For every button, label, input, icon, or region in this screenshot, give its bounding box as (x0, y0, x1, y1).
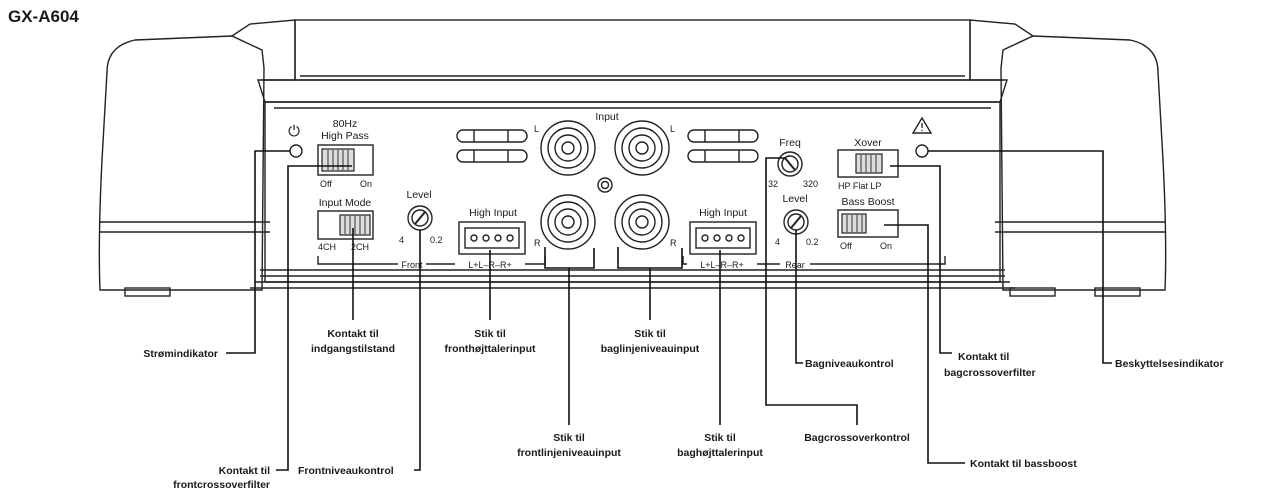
front-high-input-connector[interactable]: High Input (458, 207, 526, 255)
callout-front-level-control: Frontniveaukontrol (298, 465, 394, 477)
callout-power-indicator: Strømindikator (143, 348, 218, 360)
rear-level-max: 0.2 (806, 237, 819, 247)
amplifier-body (98, 19, 1167, 297)
leader-lines (226, 150, 1112, 471)
high-pass-label: High Pass (321, 130, 369, 142)
warning-icon (911, 116, 933, 134)
freq-max: 320 (803, 179, 818, 189)
input-mode-label: Input Mode (319, 197, 372, 209)
callout-rear-speaker-input-2: baghøjttalerinput (677, 447, 763, 459)
model-title: GX-A604 (8, 7, 79, 26)
callout-rear-speaker-input-1: Stik til (704, 432, 736, 444)
protection-led (915, 144, 929, 158)
rca-bottom-left-r: R (534, 238, 541, 248)
callout-front-crossover-switch-2: frontcrossoverfilter (173, 479, 270, 490)
rca-top-left-l: L (534, 124, 539, 134)
rear-section-label: Rear (785, 260, 805, 270)
callout-rear-crossover-switch-2: bagcrossoverfilter (944, 367, 1036, 379)
freq-label: Freq (779, 137, 801, 149)
front-level-min: 4 (399, 235, 404, 245)
input-label: Input (595, 111, 618, 123)
input-mode-switch[interactable]: Input Mode 4CH 2CH (317, 197, 374, 252)
callout-rear-crossover-control: Bagcrossoverkontrol (804, 432, 910, 444)
input-2ch-label: 2CH (351, 242, 369, 252)
rear-bracket (682, 256, 946, 265)
ground-screw (597, 177, 613, 193)
front-high-input-label: High Input (469, 207, 517, 219)
callout-input-mode-switch-1: Kontakt til (327, 328, 378, 340)
callout-rear-crossover-switch-1: Kontakt til (958, 351, 1009, 363)
xover-modes: HP Flat LP (838, 181, 881, 191)
rca-jack-rear-r[interactable] (614, 194, 670, 250)
rca-jack-rear-l[interactable] (614, 120, 670, 176)
bass-boost-label: Bass Boost (841, 196, 894, 208)
rca-bottom-right-r: R (670, 238, 677, 248)
callout-front-line-input-1: Stik til (553, 432, 585, 444)
rear-speaker-terminals: L+L–R–R+ (700, 260, 744, 270)
hp-on-label: On (360, 179, 372, 189)
callout-input-mode-switch-2: indgangstilstand (311, 343, 395, 355)
bb-off-label: Off (840, 241, 852, 251)
callout-rear-level-control: Bagniveaukontrol (805, 358, 894, 370)
front-level-max: 0.2 (430, 235, 443, 245)
callout-front-speaker-input-2: fronthøjttalerinput (445, 343, 536, 355)
callout-front-speaker-input-1: Stik til (474, 328, 506, 340)
xover-switch[interactable]: Xover HP Flat LP (837, 137, 899, 191)
callout-rear-line-input-2: baglinjeniveauinput (601, 343, 700, 355)
rear-level-label: Level (782, 193, 807, 205)
callout-front-crossover-switch-1: Kontakt til (219, 465, 270, 477)
power-led (289, 144, 303, 158)
input-4ch-label: 4CH (318, 242, 336, 252)
high-pass-switch[interactable]: 80Hz High Pass Off On (317, 118, 374, 189)
rear-level-knob[interactable]: Level 4 0.2 (775, 193, 819, 247)
rear-high-input-label: High Input (699, 207, 747, 219)
callout-rear-line-input-1: Stik til (634, 328, 666, 340)
rca-jack-front-r[interactable] (540, 194, 596, 250)
hp-off-label: Off (320, 179, 332, 189)
freq-min: 32 (768, 179, 778, 189)
rca-top-right-l: L (670, 124, 675, 134)
rear-crossover-freq-knob[interactable]: Freq 32 320 (768, 137, 818, 189)
callout-front-line-input-2: frontlinjeniveauinput (517, 447, 621, 459)
vent-slots (456, 129, 759, 163)
power-indicator: ⏻ (288, 123, 303, 158)
hp-freq-label: 80Hz (333, 118, 358, 130)
power-icon: ⏻ (288, 123, 300, 140)
rca-jack-front-l[interactable] (540, 120, 596, 176)
bass-boost-switch[interactable]: Bass Boost Off On (837, 196, 899, 251)
callout-protection-indicator: Beskyttelsesindikator (1115, 358, 1224, 370)
xover-label: Xover (854, 137, 882, 149)
front-section-label: Front (401, 260, 423, 270)
rear-high-input-connector[interactable]: High Input (689, 207, 757, 255)
bb-on-label: On (880, 241, 892, 251)
rear-level-min: 4 (775, 237, 780, 247)
front-level-label: Level (406, 189, 431, 201)
callout-bass-boost-switch: Kontakt til bassboost (970, 458, 1077, 470)
